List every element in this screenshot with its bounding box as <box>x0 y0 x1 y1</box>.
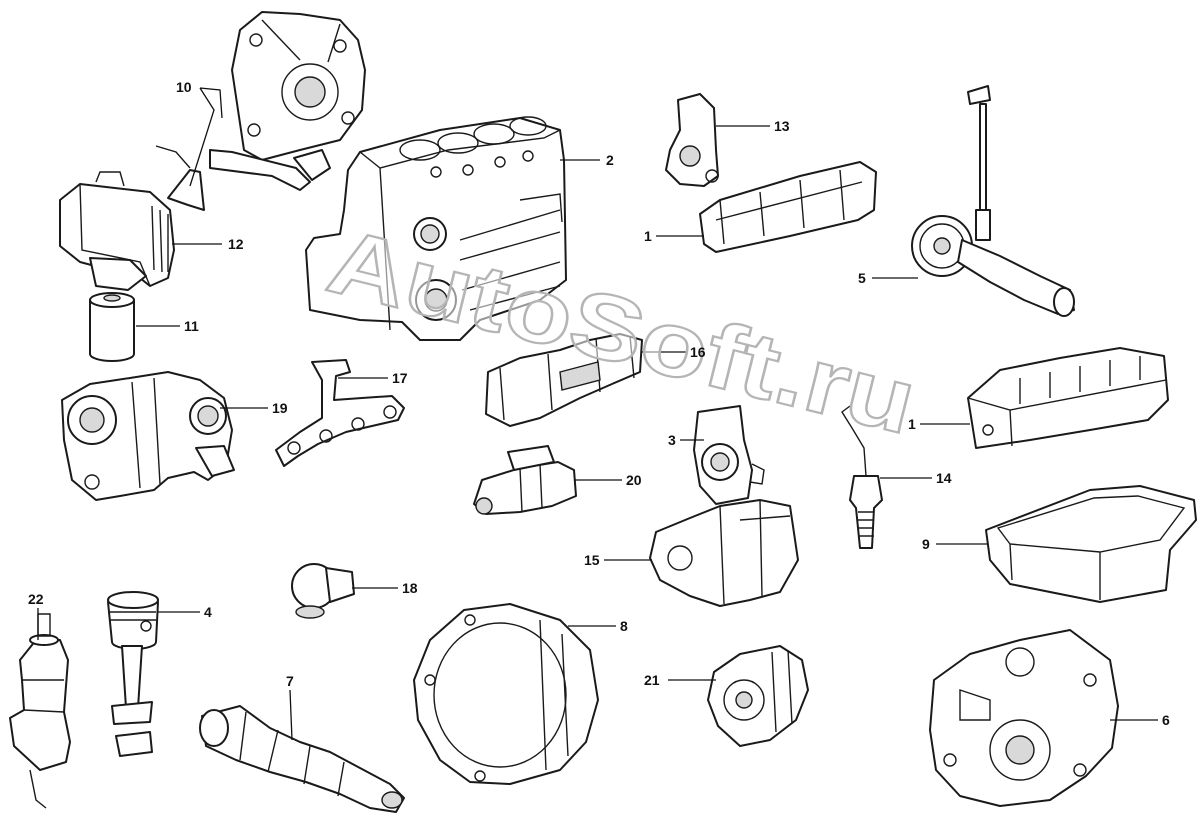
callout-10: 10 <box>176 79 192 95</box>
part-flywheel-housing[interactable] <box>413 603 599 785</box>
callout-4: 4 <box>204 604 212 620</box>
part-timing-case[interactable] <box>929 629 1119 807</box>
callout-9: 9 <box>922 536 930 552</box>
callout-21: 21 <box>644 672 660 688</box>
watermark: AutoSoft.ru <box>319 210 926 454</box>
callout-15: 15 <box>584 552 600 568</box>
part-intake-manifold[interactable] <box>485 333 643 427</box>
part-cylinder-head[interactable] <box>967 347 1169 449</box>
callout-labels: 10 2 12 11 19 17 16 13 1 5 3 20 14 1 9 1… <box>28 79 1170 728</box>
callout-20: 20 <box>626 472 642 488</box>
part-thermostat-housing[interactable] <box>693 405 765 505</box>
part-alternator[interactable] <box>707 645 809 747</box>
callout-5: 5 <box>858 270 866 286</box>
callout-11: 11 <box>184 318 199 334</box>
callout-13: 13 <box>774 118 790 134</box>
part-fuel-filter[interactable] <box>9 613 71 809</box>
part-fuel-pump-bracket[interactable] <box>665 93 719 187</box>
callout-19: 19 <box>272 400 288 416</box>
leader-7 <box>289 689 293 741</box>
leader-10 <box>189 87 223 187</box>
part-engine-block[interactable] <box>305 116 567 341</box>
part-front-cover-oil-pickup[interactable] <box>155 11 366 211</box>
callout-3: 3 <box>668 432 676 448</box>
part-piston-conrod[interactable] <box>107 591 159 757</box>
part-oil-cooler[interactable] <box>59 171 175 291</box>
callout-2: 2 <box>606 152 614 168</box>
callout-14: 14 <box>936 470 952 486</box>
callout-17: 17 <box>392 370 408 386</box>
callout-1-right: 1 <box>908 416 916 432</box>
part-oil-filter[interactable] <box>89 292 135 362</box>
part-starter-motor[interactable] <box>473 445 577 515</box>
callout-16: 16 <box>690 344 706 360</box>
callout-6: 6 <box>1162 712 1170 728</box>
part-injection-pump[interactable] <box>649 499 799 607</box>
part-exhaust-manifold[interactable] <box>275 359 405 467</box>
part-oil-pan[interactable] <box>985 485 1197 603</box>
callout-1-top: 1 <box>644 228 652 244</box>
callout-7: 7 <box>286 673 294 689</box>
part-water-pump[interactable] <box>61 371 235 501</box>
callout-22: 22 <box>28 591 44 607</box>
callout-12: 12 <box>228 236 244 252</box>
callout-18: 18 <box>402 580 418 596</box>
part-camshaft-gear[interactable] <box>911 85 1075 317</box>
leader-lines <box>37 87 1158 741</box>
part-sensor-with-lead[interactable] <box>841 405 883 549</box>
part-crankshaft[interactable] <box>199 705 405 813</box>
part-egr-valve[interactable] <box>291 563 355 619</box>
part-rocker-cover[interactable] <box>699 161 877 253</box>
callout-8: 8 <box>620 618 628 634</box>
